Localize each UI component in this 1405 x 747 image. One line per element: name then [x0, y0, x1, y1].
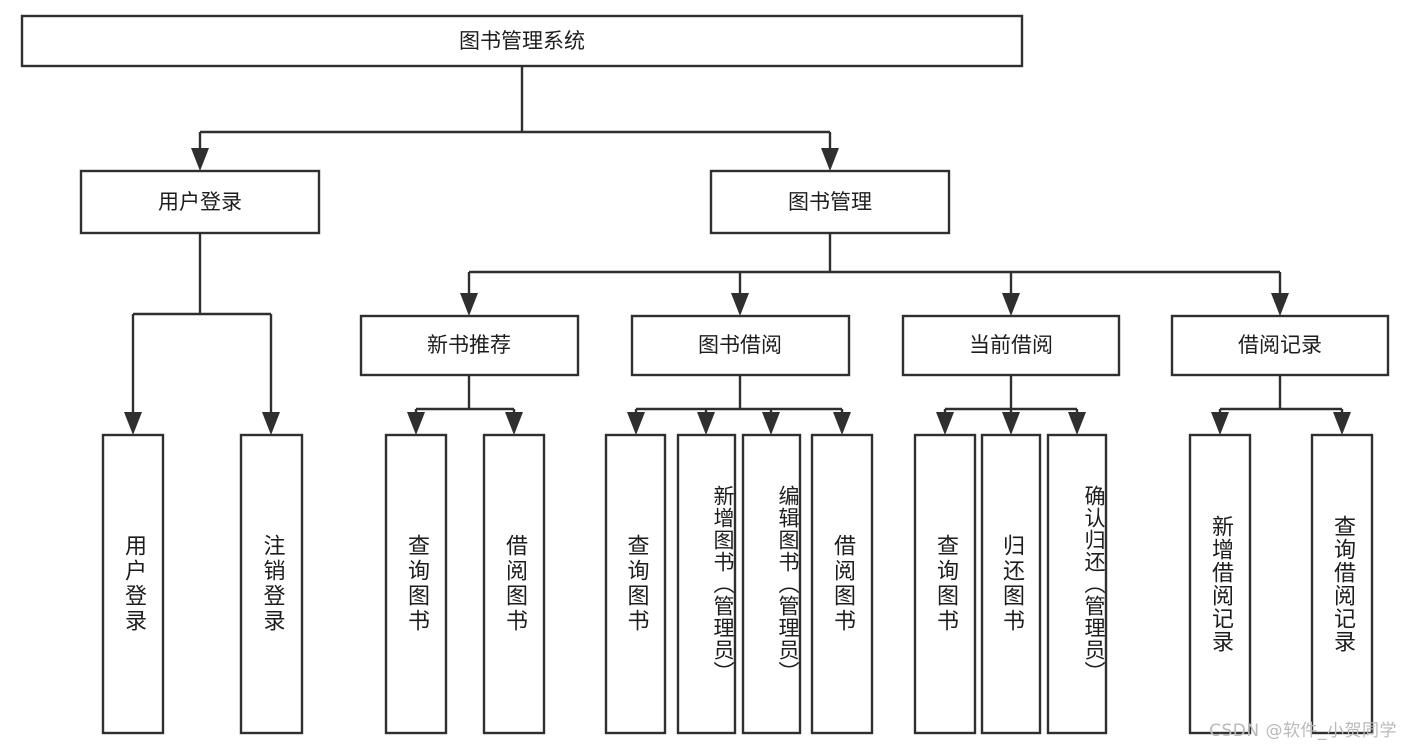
arrowhead-root-to-book-manage [821, 148, 839, 171]
leaf-box-return-book[interactable] [980, 433, 1042, 735]
arrowhead-userlogin-to-leaf-userlogin [124, 412, 142, 435]
connector-book-manage-bus [467, 233, 1282, 305]
root-box[interactable] [20, 14, 1024, 68]
book-borrow-label: 图书借阅 [698, 333, 782, 357]
leaf-box-query-borrow-record[interactable] [1310, 433, 1374, 735]
connector-layer [124, 66, 1351, 435]
connector-user-login-bus [131, 233, 273, 424]
new-book-recommend-label: 新书推荐 [427, 333, 511, 357]
arrowhead-current-to-query [936, 412, 954, 435]
connector-root-bus [198, 66, 832, 160]
csdn-watermark: CSDN @软件_小贺同学 [1209, 721, 1397, 741]
leaf-box-query-book-newbook[interactable] [384, 433, 448, 735]
leaf-box-borrow-book-newbook[interactable] [482, 433, 546, 735]
arrowhead-borrow-to-lend [833, 412, 851, 435]
leaf-box-user-login[interactable] [101, 433, 165, 735]
arrowhead-newbook-to-borrow [505, 412, 523, 435]
leaf-box-query-book-current[interactable] [913, 433, 977, 735]
leaf-box-layer [101, 433, 1374, 735]
node-new-book-recommend[interactable]: 新书推荐 [359, 314, 580, 377]
current-borrow-label: 当前借阅 [969, 333, 1053, 357]
arrowhead-root-to-user-login [191, 148, 209, 171]
node-current-borrow[interactable]: 当前借阅 [901, 314, 1121, 377]
current-borrow-box[interactable] [901, 314, 1121, 377]
node-root-system[interactable]: 图书管理系统 [20, 14, 1024, 68]
leaf-box-query-book-borrow[interactable] [604, 433, 667, 735]
new-book-recommend-box[interactable] [359, 314, 580, 377]
book-borrow-box[interactable] [630, 314, 851, 377]
arrowhead-records-to-query [1333, 412, 1351, 435]
node-book-management[interactable]: 图书管理 [709, 169, 951, 235]
connector-borrow-bus [634, 375, 844, 424]
arrowhead-current-to-confirm [1068, 412, 1086, 435]
arrowhead-bookmanage-to-records [1271, 293, 1289, 316]
book-management-box[interactable] [709, 169, 951, 235]
leaf-box-add-book-admin[interactable] [676, 433, 737, 735]
connector-records-bus [1218, 375, 1344, 424]
node-borrow-records[interactable]: 借阅记录 [1170, 314, 1390, 377]
arrowhead-bookmanage-to-current [1002, 293, 1020, 316]
leaf-box-confirm-return-admin[interactable] [1046, 433, 1108, 735]
leaf-box-logout[interactable] [239, 433, 304, 735]
arrowhead-userlogin-to-leaf-logout [262, 412, 280, 435]
node-user-login[interactable]: 用户登录 [79, 169, 321, 235]
leaf-box-add-borrow-record[interactable] [1188, 433, 1252, 735]
root-label: 图书管理系统 [459, 29, 585, 53]
arrowhead-newbook-to-query [407, 412, 425, 435]
arrowhead-bookmanage-to-borrow [731, 293, 749, 316]
user-login-box[interactable] [79, 169, 321, 235]
leaf-box-edit-book-admin[interactable] [741, 433, 802, 735]
connector-newbook-bus [414, 375, 516, 424]
leaf-box-borrow-book[interactable] [810, 433, 874, 735]
arrowhead-records-to-add [1211, 412, 1229, 435]
arrowhead-current-to-return [1002, 412, 1020, 435]
borrow-records-box[interactable] [1170, 314, 1390, 377]
arrowhead-bookmanage-to-newbook [460, 293, 478, 316]
arrowhead-borrow-to-edit [762, 412, 780, 435]
arrowhead-borrow-to-add [697, 412, 715, 435]
user-login-label: 用户登录 [158, 190, 242, 214]
node-book-borrow[interactable]: 图书借阅 [630, 314, 851, 377]
book-management-label: 图书管理 [788, 190, 872, 214]
borrow-records-label: 借阅记录 [1238, 333, 1322, 357]
arrowhead-borrow-to-query [627, 412, 645, 435]
